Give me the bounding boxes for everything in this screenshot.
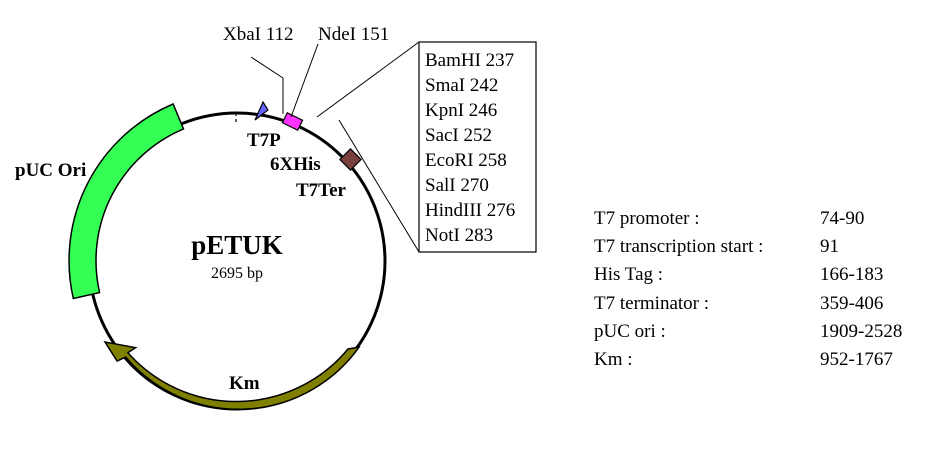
legend-value: 359-406 bbox=[820, 292, 884, 314]
mcs-site: EcoRI 258 bbox=[425, 150, 507, 171]
legend-value: 952-1767 bbox=[820, 348, 893, 370]
plasmid-size: 2695 bp bbox=[211, 265, 263, 282]
mcs-site: SalI 270 bbox=[425, 175, 489, 196]
legend-value: 91 bbox=[820, 236, 839, 258]
ndei-leader bbox=[290, 43, 319, 118]
km-arrow bbox=[103, 340, 361, 411]
mcs-site: NotI 283 bbox=[425, 225, 493, 246]
puc-ori-label: pUC Ori bbox=[15, 160, 86, 181]
legend-value: 166-183 bbox=[820, 264, 884, 286]
legend-row: pUC ori : 1909-2528 bbox=[594, 318, 930, 346]
his-label: 6XHis bbox=[270, 154, 321, 175]
his-tag-marker bbox=[281, 112, 304, 131]
mcs-site: SmaI 242 bbox=[425, 75, 498, 96]
t7ter-label: T7Ter bbox=[296, 180, 347, 201]
legend-row: T7 promoter : 74-90 bbox=[594, 205, 930, 233]
legend-label: His Tag : bbox=[594, 264, 664, 286]
km-label: Km bbox=[229, 373, 260, 394]
mcs-leader-bottom bbox=[338, 119, 420, 253]
xbai-label: XbaI 112 bbox=[223, 24, 294, 45]
puc-ori-arc bbox=[68, 103, 185, 300]
legend-row: Km : 952-1767 bbox=[594, 346, 930, 374]
legend-label: Km : bbox=[594, 348, 633, 370]
mcs-site: KpnI 246 bbox=[425, 100, 497, 121]
legend-value: 74-90 bbox=[820, 208, 865, 229]
mcs-leader-top bbox=[316, 41, 420, 118]
mcs-box bbox=[418, 41, 537, 253]
legend-row: T7 transcription start : 91 bbox=[594, 233, 930, 261]
feature-legend: T7 promoter : 74-90 T7 transcription sta… bbox=[594, 205, 930, 374]
mcs-site: HindIII 276 bbox=[425, 200, 515, 221]
t7p-label: T7P bbox=[247, 130, 281, 151]
plasmid-name: pETUK bbox=[191, 230, 283, 260]
t7ter-marker bbox=[339, 148, 362, 171]
legend-row: His Tag : 166-183 bbox=[594, 261, 930, 289]
legend-label: T7 terminator : bbox=[594, 292, 710, 314]
mcs-site: BamHI 237 bbox=[425, 50, 514, 71]
t7p-marker bbox=[254, 100, 269, 121]
legend-label: T7 transcription start : bbox=[594, 236, 764, 258]
legend-row: T7 terminator : 359-406 bbox=[594, 290, 930, 318]
ndei-label: NdeI 151 bbox=[318, 24, 389, 45]
legend-label: T7 promoter : bbox=[594, 208, 700, 229]
legend-value: 1909-2528 bbox=[820, 320, 903, 342]
mcs-site: SacI 252 bbox=[425, 125, 492, 146]
xbai-leader bbox=[250, 56, 284, 79]
legend-label: pUC ori : bbox=[594, 320, 666, 342]
